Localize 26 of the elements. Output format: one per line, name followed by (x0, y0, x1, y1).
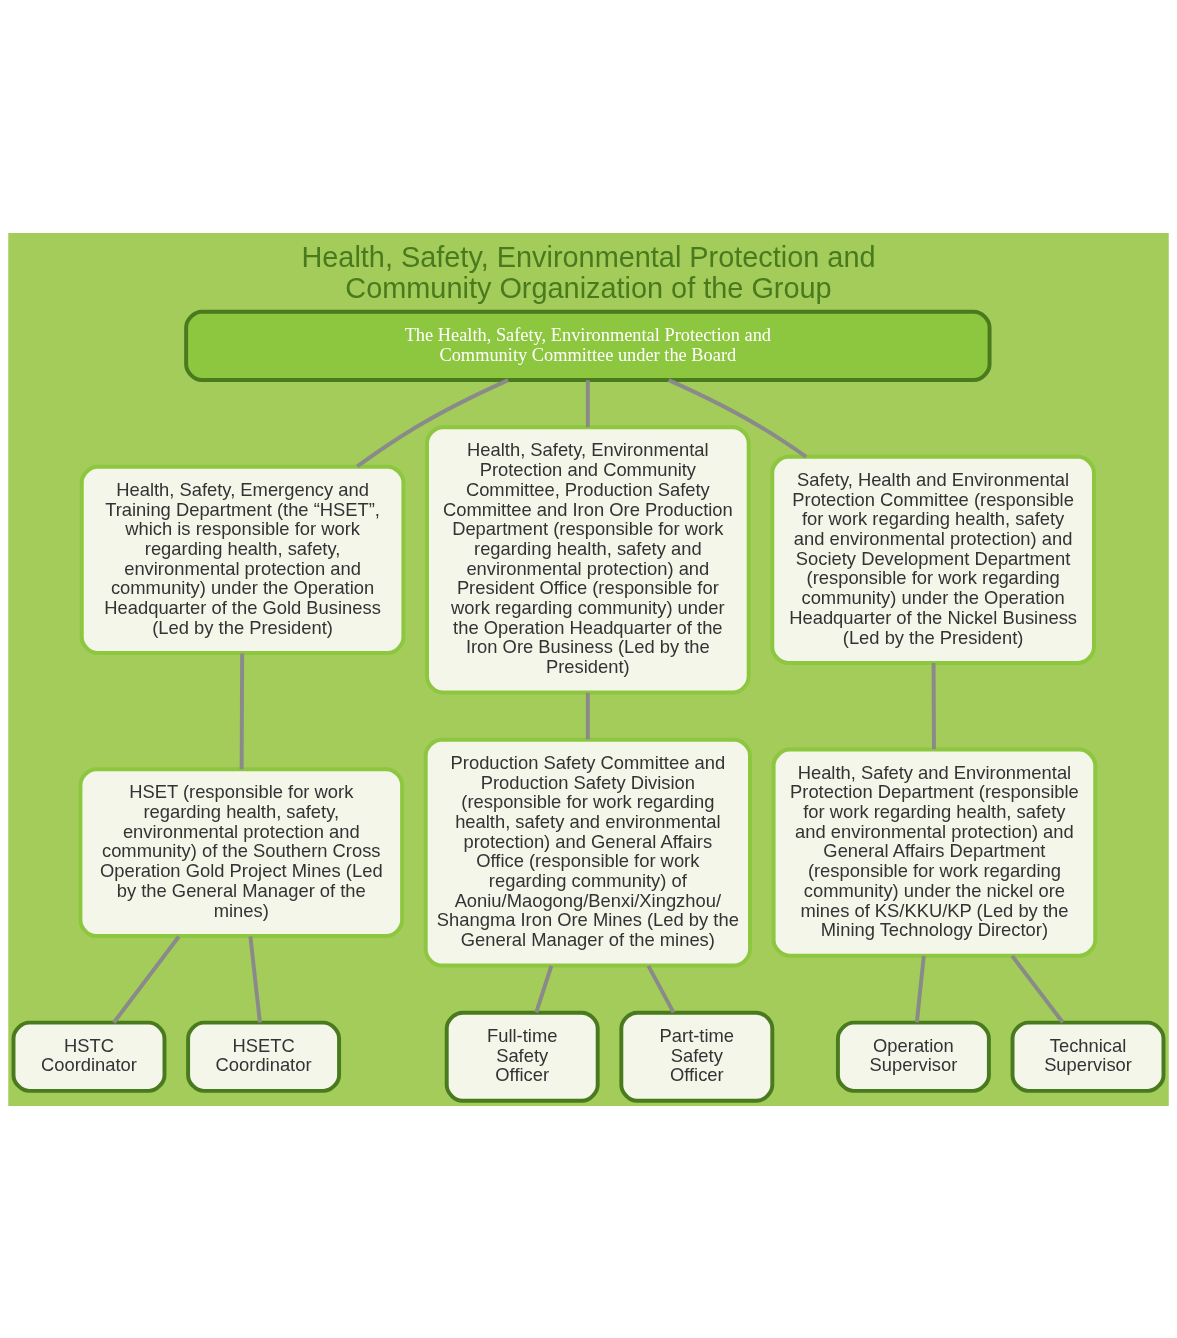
node-box: Health, Safety and Environmental Protection Department (responsible for work regarding health, safety and environmental protection) and General Affairs Department (responsible for work regarding community) under the nickel ore mines of KS/KKU/KP (Led by the Mining Technology Director) (771, 747, 1098, 958)
node-box: HSTC Coordinator (11, 1020, 167, 1093)
node-box: HSETC Coordinator (186, 1020, 342, 1093)
node-box: Full-time Safety Officer (444, 1010, 600, 1103)
connector (112, 934, 181, 1024)
connector (356, 377, 509, 468)
node-box: Part-time Safety Officer (619, 1010, 775, 1103)
node-box: Health, Safety, Emergency and Training Department (the “HSET”, which is responsible for work regarding health, safety, environmental protection and community) under the Operation Headquarter of the Gold Business (Led by the President) (79, 464, 406, 655)
connector (585, 379, 590, 427)
node-box: Technical Supervisor (1010, 1020, 1166, 1093)
diagram-title: Health, Safety, Environmental Protection and Community Organization of the Group (301, 240, 876, 304)
connector (914, 955, 926, 1022)
node-box: Health, Safety, Environmental Protection and Community Committee, Production Safety Committee and Iron Ore Production Department (responsible for work regarding health, safety and environmental protection) and President Office (responsible for work regarding community) under the Operation Headquarter of the Iron Ore Business (Led by the President) (425, 424, 751, 694)
node-box: HSET (responsible for work regarding health, safety, environmental protection and community) of the Southern Cross Operation Gold Project Mines (Led by the General Manager of the mines) (78, 766, 405, 938)
node-box: The Health, Safety, Environmental Protection and Community Committee under the Board (184, 309, 992, 382)
node-box: Safety, Health and Environmental Protection Committee (responsible for work regarding health, safety and environmental protection) and Society Development Department (responsible for work regarding community) under the Operation Headquarter of the Nickel Business (Led by the President) (770, 454, 1096, 665)
connector (239, 652, 245, 769)
connector (248, 935, 262, 1023)
connector (585, 692, 590, 739)
connector (931, 662, 936, 749)
node-box: Operation Supervisor (835, 1020, 991, 1093)
node-box: Production Safety Committee and Production Safety Division (responsible for work regarding health, safety and environmental protection) and General Affairs Office (responsible for work regarding community) of Aoniu/Maogong/Benxi/Xingzhou/ Shangma Iron Ore Mines (Led by the General Manager of the mines) (423, 737, 752, 967)
connector (646, 964, 676, 1013)
connector (534, 964, 554, 1013)
connector (667, 377, 808, 458)
connector (1010, 954, 1065, 1023)
